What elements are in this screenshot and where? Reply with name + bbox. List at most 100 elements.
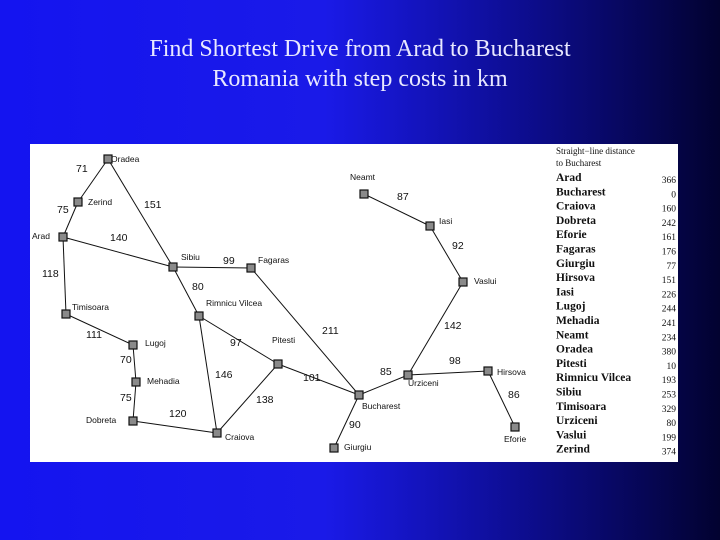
road-cost-sibiu-rimnicu: 80: [192, 281, 204, 293]
legend-city-17: Urziceni: [556, 415, 598, 427]
legend-distance-12: 380: [662, 348, 677, 358]
road-zerind-arad: [62, 201, 79, 238]
city-label-craiova: Craiova: [225, 432, 255, 442]
legend-distance-19: 374: [662, 448, 677, 458]
road-bucharest-urziceni: [358, 374, 409, 396]
road-sibiu-rimnicu: [172, 266, 200, 317]
city-node-sibiu: [168, 262, 178, 272]
road-pitesti-bucharest: [277, 363, 360, 396]
legend-distance-17: 80: [667, 419, 677, 429]
road-cost-sibiu-fagaras: 99: [223, 255, 235, 267]
legend-distance-9: 244: [662, 305, 677, 315]
city-label-oradea: Oradea: [111, 154, 140, 164]
legend-city-5: Fagaras: [556, 244, 596, 256]
legend-distance-11: 234: [662, 333, 677, 343]
legend-distance-8: 226: [662, 290, 677, 300]
city-label-eforie: Eforie: [504, 434, 526, 444]
city-node-rimnicu: [194, 311, 204, 321]
legend-city-1: Bucharest: [556, 186, 606, 198]
city-label-mehadia: Mehadia: [147, 376, 180, 386]
legend-title-line-1: Straight−line distance: [556, 146, 635, 156]
legend-city-14: Rimnicu Vilcea: [556, 372, 631, 384]
road-urziceni-hirsova: [407, 370, 489, 376]
road-cost-lugoj-mehadia: 70: [120, 354, 132, 366]
road-cost-craiova-pitesti: 138: [256, 394, 274, 406]
city-label-neamt: Neamt: [350, 172, 376, 182]
legend-distance-14: 193: [662, 376, 677, 386]
legend-city-3: Dobreta: [556, 215, 596, 227]
legend-city-2: Craiova: [556, 201, 596, 213]
legend-city-18: Vaslui: [556, 429, 587, 441]
city-node-oradea: [103, 154, 113, 164]
road-cost-bucharest-urziceni: 85: [380, 366, 392, 378]
city-label-hirsova: Hirsova: [497, 367, 526, 377]
road-rimnicu-pitesti: [198, 315, 279, 365]
legend-distance-15: 253: [662, 391, 677, 401]
road-dobreta-craiova: [132, 420, 218, 434]
legend-city-8: Iasi: [556, 286, 575, 298]
city-node-timisoara: [61, 309, 71, 319]
road-mehadia-dobreta: [132, 381, 137, 422]
city-label-urziceni: Urziceni: [408, 378, 439, 388]
road-timisoara-lugoj: [65, 313, 134, 346]
legend-distance-5: 176: [662, 248, 677, 258]
city-label-giurgiu: Giurgiu: [344, 442, 372, 452]
legend-city-13: Pitesti: [556, 358, 587, 370]
legend-city-6: Giurgiu: [556, 258, 596, 270]
road-vaslui-iasi: [429, 225, 464, 283]
road-oradea-zerind: [77, 158, 109, 203]
legend-distance-6: 77: [667, 262, 677, 272]
legend-distance-18: 199: [662, 433, 677, 443]
city-node-urziceni: [403, 370, 413, 380]
road-cost-fagaras-bucharest: 211: [322, 325, 339, 337]
road-arad-timisoara: [62, 236, 67, 315]
road-lugoj-mehadia: [132, 344, 137, 383]
city-label-arad: Arad: [32, 231, 50, 241]
road-cost-urziceni-hirsova: 98: [449, 355, 461, 367]
legend-city-0: Arad: [556, 172, 582, 184]
road-cost-oradea-zerind: 71: [76, 163, 88, 175]
city-node-fagaras: [246, 263, 256, 273]
legend-city-9: Lugoj: [556, 301, 586, 313]
legend-city-19: Zerind: [556, 444, 590, 456]
road-cost-rimnicu-pitesti: 97: [230, 337, 242, 349]
legend-distance-7: 151: [662, 276, 677, 286]
straight-line-distance-legend: Straight−line distance to Bucharest Arad…: [556, 146, 676, 458]
city-label-zerind: Zerind: [88, 197, 112, 207]
city-node-hirsova: [483, 366, 493, 376]
cities-layer: [58, 154, 520, 453]
road-cost-vaslui-iasi: 92: [452, 240, 464, 252]
road-arad-sibiu: [62, 236, 174, 268]
legend-city-11: Neamt: [556, 329, 589, 341]
road-iasi-neamt: [363, 193, 431, 227]
city-label-fagaras: Fagaras: [258, 255, 289, 265]
city-node-eforie: [510, 422, 520, 432]
city-node-craiova: [212, 428, 222, 438]
road-hirsova-eforie: [487, 370, 516, 428]
slide-title-line-1: Find Shortest Drive from Arad to Buchare…: [149, 36, 571, 62]
city-node-vaslui: [458, 277, 468, 287]
road-cost-arad-sibiu: 140: [110, 232, 128, 244]
city-node-pitesti: [273, 359, 283, 369]
road-bucharest-giurgiu: [333, 394, 360, 449]
legend-city-15: Sibiu: [556, 387, 582, 399]
slide-title: Find Shortest Drive from Arad to Buchare…: [0, 34, 720, 94]
city-node-dobreta: [128, 416, 138, 426]
road-cost-hirsova-eforie: 86: [508, 389, 520, 401]
legend-distance-16: 329: [662, 405, 677, 415]
legend-distance-4: 161: [662, 233, 677, 243]
road-cost-urziceni-vaslui: 142: [444, 320, 462, 332]
legend-city-7: Hirsova: [556, 272, 595, 284]
city-label-lugoj: Lugoj: [145, 338, 166, 348]
legend-distance-3: 242: [662, 219, 677, 229]
legend-distance-10: 241: [662, 319, 677, 329]
romania-road-map: 7115175140118111707512099809714613810121…: [32, 146, 676, 458]
city-label-vaslui: Vaslui: [474, 276, 497, 286]
legend-city-12: Oradea: [556, 344, 593, 356]
city-node-mehadia: [131, 377, 141, 387]
road-cost-iasi-neamt: 87: [397, 191, 409, 203]
city-label-bucharest: Bucharest: [362, 401, 401, 411]
legend-title-line-2: to Bucharest: [556, 158, 602, 168]
